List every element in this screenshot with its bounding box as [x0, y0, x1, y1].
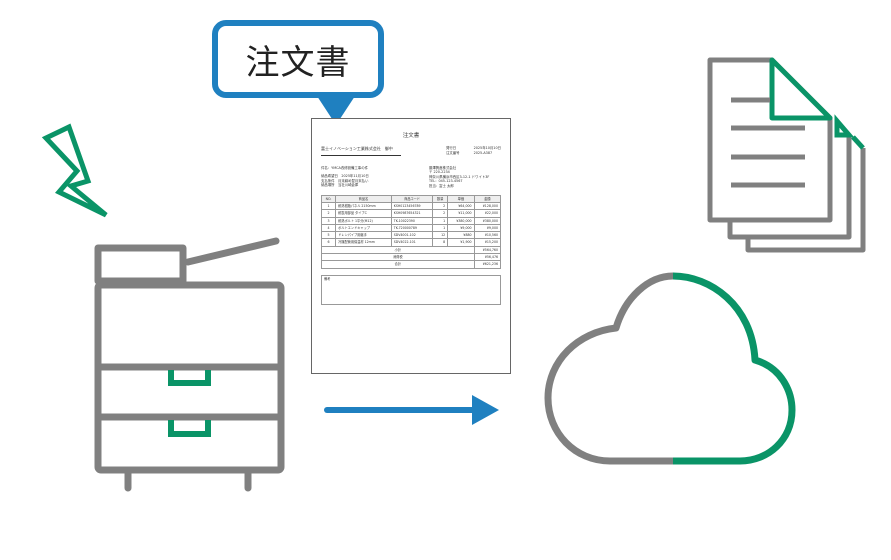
notes-box: 備考 — [321, 274, 501, 305]
table-header: NO. 商品名 商品コード 数量 単価 金額 — [320, 194, 502, 203]
order-document: 注文書 富士イノベーション工業株式会社 御中 発行日 2025年10月10日 注… — [311, 118, 511, 374]
total-row: 合計¥621,236 — [321, 260, 502, 269]
document-recipient: 富士イノベーション工業株式会社 御中 — [321, 146, 401, 156]
subtotal-row: 小計¥564,760 — [321, 245, 502, 255]
bubble-label: 注文書 — [245, 42, 351, 83]
order-number-value: 2025-A387 — [473, 151, 493, 156]
speech-bubble: 注文書 — [212, 20, 384, 98]
order-number-label: 注文番号 — [446, 151, 460, 156]
issue-date-label: 発行日 — [446, 146, 457, 151]
notes-label: 備考 — [324, 276, 331, 281]
issue-date-value: 2025年10月10日 — [473, 146, 501, 151]
document-title: 注文書 — [402, 133, 420, 139]
issuer-details: 藤澤興産株式会社 〒 220-2234 神奈川県横浜市西区3-12-1 ドワイト… — [429, 165, 490, 188]
order-details: 件名：YMCA改修設備工事の件 納品希望日 2025年11月10日 支払条件 月… — [321, 165, 369, 188]
